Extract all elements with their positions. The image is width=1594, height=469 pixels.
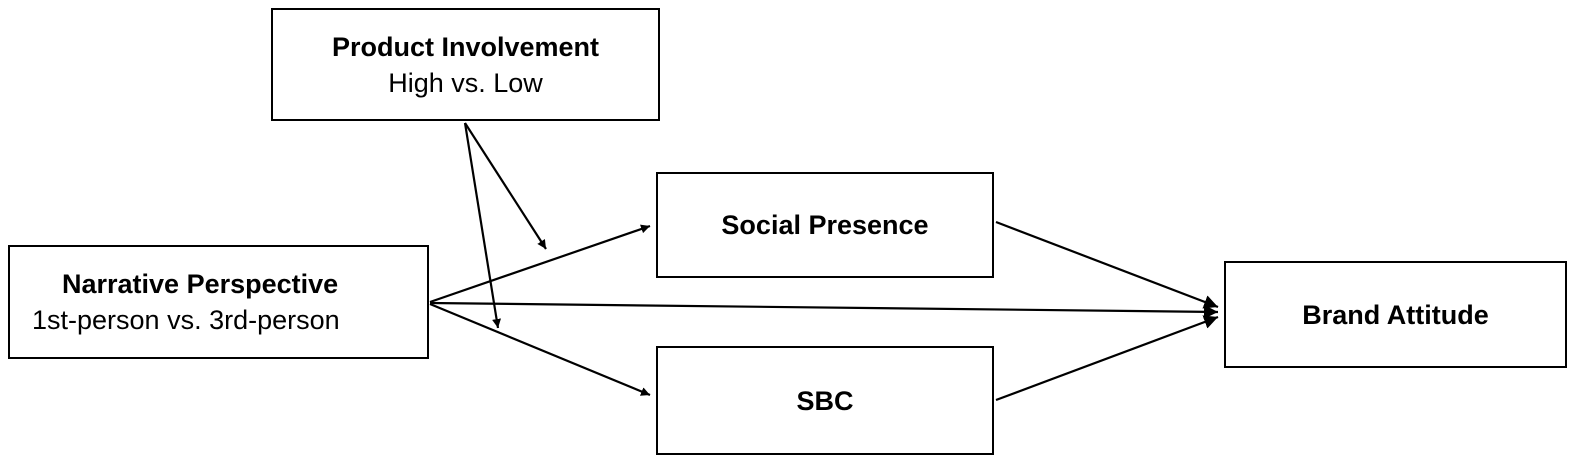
arrow-social-presence-to-brand-attitude bbox=[995, 220, 1219, 309]
arrow-sbc-to-brand-attitude bbox=[995, 315, 1219, 402]
dependent-title: Brand Attitude bbox=[1302, 299, 1489, 330]
arrow-moderator-to-path-1 bbox=[464, 122, 547, 250]
mediator-box-sbc: SBC bbox=[656, 346, 994, 455]
mediator-1-title: Social Presence bbox=[721, 210, 929, 240]
arrow-iv-to-brand-attitude bbox=[429, 301, 1219, 319]
arrow-iv-to-sbc bbox=[429, 302, 651, 397]
arrow-moderator-to-path-2 bbox=[463, 122, 502, 329]
moderator-subtitle: High vs. Low bbox=[388, 67, 543, 98]
independent-title: Narrative Perspective bbox=[62, 269, 339, 299]
mediator-box-social-presence: Social Presence bbox=[656, 172, 994, 278]
moderator-box: Product Involvement High vs. Low bbox=[271, 8, 660, 121]
mediator-2-title: SBC bbox=[796, 385, 854, 416]
moderator-title: Product Involvement bbox=[331, 31, 600, 62]
independent-variable-box: Narrative Perspective 1st-person vs. 3rd… bbox=[8, 245, 429, 359]
arrow-iv-to-social-presence bbox=[429, 224, 651, 304]
independent-subtitle: 1st-person vs. 3rd-person bbox=[32, 305, 340, 335]
dependent-variable-box: Brand Attitude bbox=[1224, 261, 1567, 368]
